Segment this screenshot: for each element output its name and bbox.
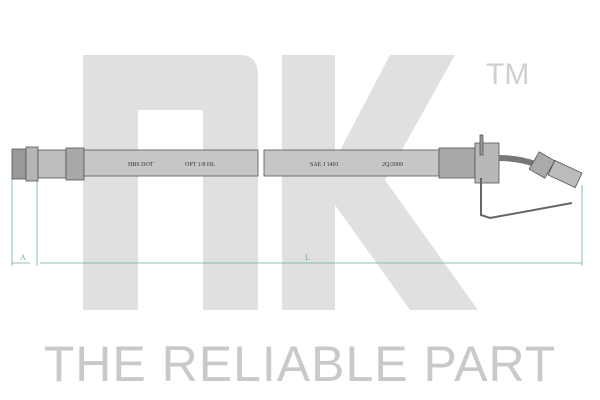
- hose-right-segment: [263, 149, 440, 177]
- tagline: THE RELIABLE PART: [43, 336, 557, 392]
- dimension-a-label: A: [20, 253, 26, 262]
- hose-marking: 2Q/2009: [382, 162, 403, 168]
- dimension-lines: [11, 178, 583, 266]
- logo-letter-k: [282, 55, 478, 310]
- hose-marking: SAE J 1401: [310, 162, 339, 168]
- hose-marking: OPT 1/8 HL: [185, 162, 215, 168]
- dimension-l-label: L: [305, 253, 310, 262]
- hose-marking: HBS DOT: [128, 162, 154, 168]
- hose-left-segment: [83, 149, 259, 177]
- trademark-symbol: TM: [486, 58, 530, 91]
- logo-letter-n: [83, 55, 258, 310]
- left-fitting: [11, 146, 85, 182]
- right-fitting: [438, 134, 583, 220]
